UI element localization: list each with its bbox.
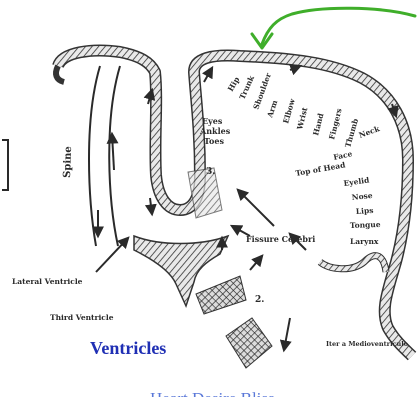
homunculus-label: Hip xyxy=(226,75,241,93)
flow-arrows xyxy=(96,66,396,350)
label-eyes-ankles: Eyes Ankles Toes xyxy=(199,116,233,146)
label-spine: Spine xyxy=(62,146,74,178)
homunculus-label: Neck xyxy=(358,124,382,140)
homunculus-label: Hand xyxy=(311,112,325,137)
caption-ventricles: Ventricles xyxy=(90,338,166,358)
annotation-arrow xyxy=(252,8,415,48)
label-marker-3: 3. xyxy=(206,167,215,177)
edge-bracket xyxy=(2,140,8,190)
homunculus-label: Wrist xyxy=(295,106,310,132)
label-third-ventricle: Third Ventricle xyxy=(50,313,114,322)
spine-path xyxy=(89,66,120,246)
homunculus-label: Tongue xyxy=(350,220,381,230)
homunculus-label: Top of Head xyxy=(295,160,347,178)
label-marker-2: 2. xyxy=(255,295,264,305)
label-fissure: Fissure Cerebri xyxy=(246,234,315,244)
cortex-outline xyxy=(56,51,412,356)
caption-footer: Heart Desire Bliss xyxy=(150,389,275,397)
homunculus-label: Larynx xyxy=(350,237,379,246)
homunculus-label: Eyelid xyxy=(343,175,371,188)
homunculus-label: Nose xyxy=(351,191,373,202)
label-aqueduct: Iter a Medioventriculo xyxy=(326,340,409,348)
label-lateral-ventricle: Lateral Ventricle xyxy=(12,277,83,286)
homunculus-label: Trunk xyxy=(238,73,257,100)
homunculus-label: Arm xyxy=(265,99,279,120)
homunculus-label: Elbow xyxy=(281,97,297,124)
homunculus-label: Lips xyxy=(356,206,374,216)
homunculus-label: Fingers xyxy=(327,107,343,140)
